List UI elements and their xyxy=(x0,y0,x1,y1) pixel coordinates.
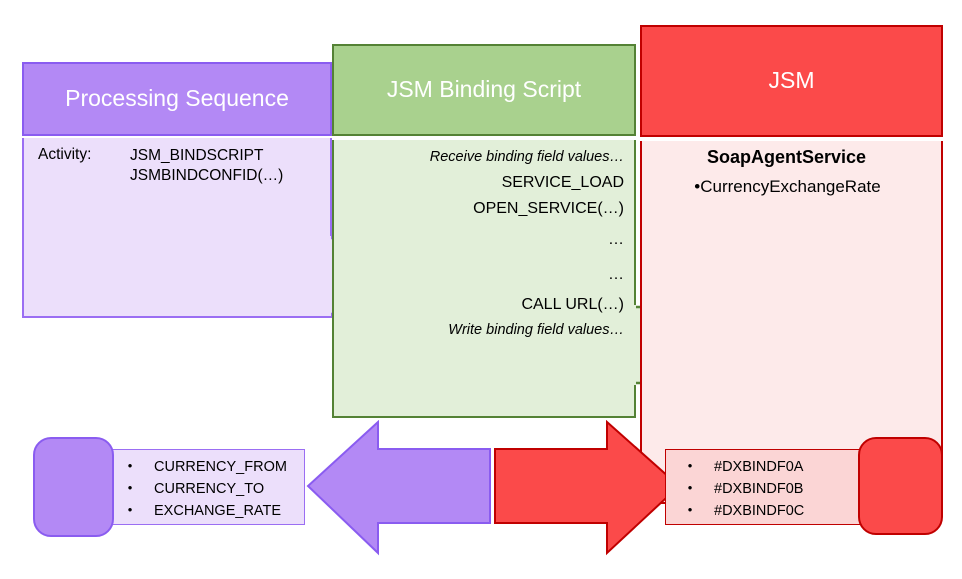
send-values-arrow xyxy=(494,420,681,556)
lane-body-binding-script: Receive binding field values… SERVICE_LO… xyxy=(332,140,636,418)
lane-title-jsm: JSM xyxy=(768,67,815,94)
field-label: #DXBINDF0C xyxy=(714,503,805,520)
bullet-icon: • xyxy=(687,502,693,518)
lane-title-processing-sequence: Processing Sequence xyxy=(65,85,289,112)
binding-script-step: … xyxy=(608,230,624,248)
jsm-binding-field-list: • #DXBINDF0A • #DXBINDF0B • #DXBINDF0C xyxy=(666,450,869,522)
binding-script-steps: Receive binding field values… SERVICE_LO… xyxy=(344,146,624,343)
jsm-operation-item: •CurrencyExchangeRate xyxy=(642,177,933,197)
lane-title-binding-script: JSM Binding Script xyxy=(386,76,582,103)
activity-values: JSM_BINDSCRIPT JSMBINDCONFID(…) xyxy=(130,146,322,186)
activity-label: Activity: xyxy=(38,146,92,163)
lane-header-processing-sequence: Processing Sequence xyxy=(22,62,332,136)
field-label: #DXBINDF0B xyxy=(714,481,804,498)
lane-header-jsm: JSM xyxy=(640,25,943,137)
lane-header-binding-script: JSM Binding Script xyxy=(332,44,636,136)
bullet-icon: • xyxy=(127,480,133,496)
jsm-operation-label: CurrencyExchangeRate xyxy=(700,177,881,196)
list-item: • #DXBINDF0A xyxy=(666,456,869,478)
bullet-icon: • xyxy=(127,458,133,473)
list-item: • CURRENCY_FROM xyxy=(106,456,304,478)
processing-sequence-field-list: • CURRENCY_FROM • CURRENCY_TO • EXCHANGE… xyxy=(106,450,304,522)
list-item: • CURRENCY_TO xyxy=(106,478,304,500)
processing-sequence-fields-box: • CURRENCY_FROM • CURRENCY_TO • EXCHANGE… xyxy=(105,449,305,525)
activity-value-2: JSMBINDCONFID(…) xyxy=(130,166,284,184)
bullet-icon: • xyxy=(687,480,693,496)
soap-agent-service-title: SoapAgentService xyxy=(706,147,867,167)
bullet-icon: • xyxy=(694,177,701,196)
field-label: EXCHANGE_RATE xyxy=(154,503,282,520)
list-item: • EXCHANGE_RATE xyxy=(106,500,304,522)
list-item: • #DXBINDF0C xyxy=(666,500,869,522)
binding-script-step: … xyxy=(608,265,624,283)
binding-script-step: Receive binding field values… xyxy=(429,149,624,165)
bullet-icon: • xyxy=(687,458,693,473)
processing-sequence-endpoint xyxy=(33,437,114,537)
binding-script-step: CALL URL(…) xyxy=(521,295,624,313)
binding-script-step: Write binding field values… xyxy=(448,321,624,338)
lane-body-jsm: SoapAgentService •CurrencyExchangeRate xyxy=(640,141,943,504)
lane-body-processing-sequence: Activity: JSM_BINDSCRIPT JSMBINDCONFID(…… xyxy=(22,138,332,318)
field-label: #DXBINDF0A xyxy=(714,459,804,475)
list-item: • #DXBINDF0B xyxy=(666,478,869,500)
binding-script-step: OPEN_SERVICE(…) xyxy=(473,199,624,217)
jsm-endpoint xyxy=(858,437,943,535)
activity-row: Activity: JSM_BINDSCRIPT JSMBINDCONFID(…… xyxy=(38,146,322,186)
activity-value-1: JSM_BINDSCRIPT xyxy=(130,147,264,164)
binding-script-step: SERVICE_LOAD xyxy=(501,173,624,191)
field-label: CURRENCY_FROM xyxy=(154,459,287,475)
field-label: CURRENCY_TO xyxy=(154,481,265,498)
return-values-arrow xyxy=(306,420,491,556)
jsm-binding-fields-box: • #DXBINDF0A • #DXBINDF0B • #DXBINDF0C xyxy=(665,449,870,525)
bullet-icon: • xyxy=(127,502,133,518)
